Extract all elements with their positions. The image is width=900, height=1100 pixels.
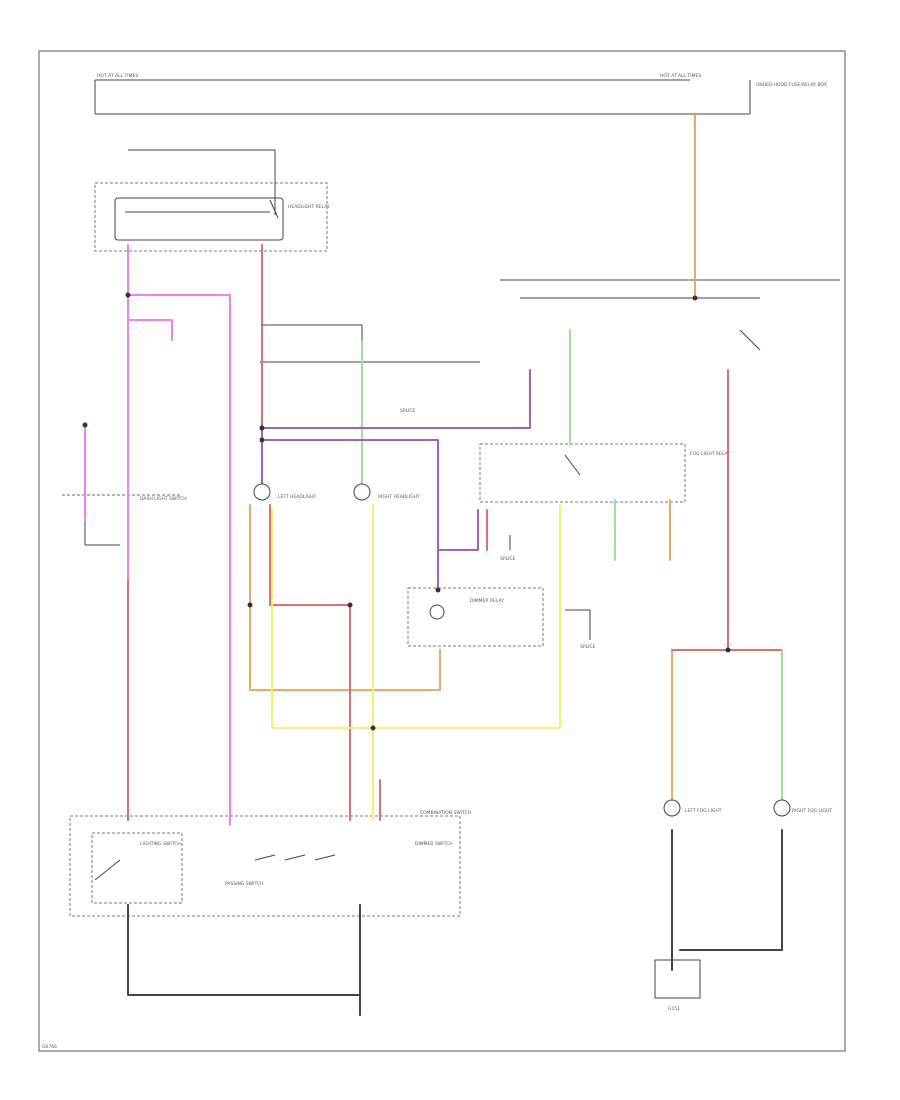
headlight-relay: HEADLIGHT RELAY — [94, 182, 330, 252]
splice-label-3: SPLICE — [580, 644, 596, 650]
right-fog-light-label: RIGHT FOG LIGHT — [792, 808, 832, 814]
fog-light-relay: FOG LIGHT RELAY — [479, 443, 730, 503]
power-bus: HOT AT ALL TIMES HOT AT ALL TIMES UNDER-… — [94, 73, 827, 115]
dimmer-relay-label: DIMMER RELAY — [470, 598, 504, 604]
lighting-switch-label: LIGHTING SWITCH — [140, 841, 181, 847]
junction-dots — [82, 292, 731, 731]
ground-label: G151 — [668, 1006, 680, 1012]
left-headlight: LEFT HEADLIGHT — [253, 483, 317, 501]
left-fog-light: LEFT FOG LIGHT — [663, 799, 722, 817]
dash-light-switch: DASH LIGHT SWITCH — [62, 494, 187, 546]
splice-label-1: SPLICE — [400, 408, 416, 414]
passing-switch-label: PASSING SWITCH — [225, 881, 263, 887]
yellow-wires — [271, 504, 561, 821]
dimmer-relay: DIMMER RELAY — [407, 587, 544, 647]
orange-wires — [249, 114, 696, 801]
dimmer-switch-label: DIMMER SWITCH — [415, 841, 453, 847]
red-wires — [127, 244, 783, 821]
right-headlight-label: RIGHT HEADLIGHT — [378, 494, 420, 500]
left-fog-light-label: LEFT FOG LIGHT — [685, 808, 722, 814]
header-right-label: HOT AT ALL TIMES — [660, 73, 701, 79]
dash-light-switch-label: DASH LIGHT SWITCH — [140, 496, 187, 502]
footer-tag: G0766 — [42, 1044, 57, 1050]
black-wires — [127, 149, 783, 1016]
right-headlight: RIGHT HEADLIGHT — [353, 483, 420, 501]
splice-label-2: SPLICE — [500, 556, 516, 562]
pink-wires — [84, 244, 231, 826]
diagram-frame — [38, 50, 846, 1052]
fog-light-relay-label: FOG LIGHT RELAY — [690, 451, 730, 457]
relay-switches — [269, 199, 761, 476]
underhood-box-label: UNDER-HOOD FUSE/RELAY BOX — [756, 82, 827, 88]
headlight-relay-label: HEADLIGHT RELAY — [288, 204, 330, 210]
left-headlight-label: LEFT HEADLIGHT — [278, 494, 317, 500]
header-left-label: HOT AT ALL TIMES — [97, 73, 138, 79]
right-fog-light: RIGHT FOG LIGHT — [773, 799, 832, 817]
combination-switch-label: COMBINATION SWITCH — [420, 810, 471, 816]
combination-switch: COMBINATION SWITCH LIGHTING SWITCH DIMME… — [69, 810, 471, 917]
ground-connector: G151 — [654, 959, 701, 1012]
purple-wires — [261, 369, 531, 591]
green-wires — [361, 329, 783, 801]
